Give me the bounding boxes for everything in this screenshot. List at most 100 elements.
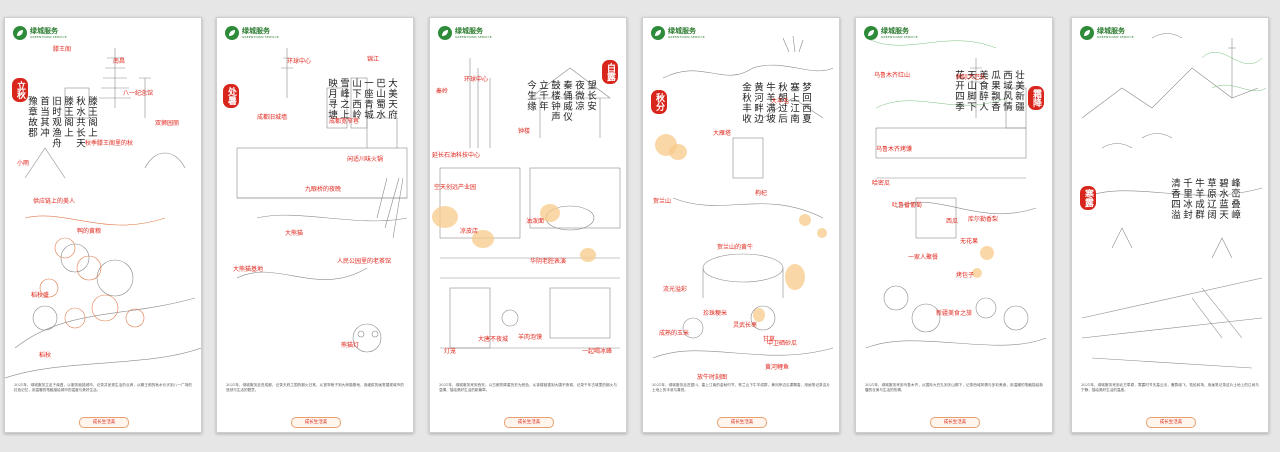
poem-line: 滕王阁上: [62, 96, 73, 138]
map-label: 库尔勒香梨: [968, 216, 999, 223]
solar-term-seal: 寒露: [1080, 186, 1096, 210]
poem-line: 秋水共长天: [74, 96, 85, 149]
poster-panel: 绿城服务 GREENTOWN SERVICE 霜降壮美新疆西域风情瓜果飘香美食醉…: [855, 17, 1053, 433]
poem-line: 壮美新疆: [1013, 70, 1024, 112]
poem-line: 一座青城: [362, 78, 373, 120]
map-label: 熊猫灯: [341, 342, 360, 349]
poem-line: 草原辽阔: [1205, 178, 1216, 220]
orange-highlight: [669, 144, 687, 160]
poem-line: 清香四溢: [1169, 178, 1180, 220]
orange-highlight: [472, 230, 494, 248]
poem-line: 旧时观渔舟: [50, 96, 61, 149]
poem-line: 今生缘: [525, 80, 536, 112]
poem-line: 滕王阁上: [86, 96, 97, 138]
map-label: 大唐不夜城: [478, 336, 509, 343]
poem-line: 山下西岭: [350, 78, 361, 120]
map-label: 稻秋盛: [31, 292, 50, 299]
map-label: 乌鲁木齐烤馕: [876, 146, 913, 153]
poster-panel: 绿城服务 GREENTOWN SERVICE 寒露峰峦叠嶂碧水蓝天草原辽阔牛羊成…: [1071, 17, 1269, 433]
map-label: 闲适川味火锅: [347, 156, 384, 163]
map-label: 珍珠粳米: [703, 310, 728, 317]
brand-sub: GREENTOWN SERVICE: [881, 35, 918, 39]
map-label: 锦江: [367, 56, 380, 63]
map-label: 哈密瓜: [872, 180, 891, 187]
map-label: 人民公园里的老茶馆: [337, 258, 392, 265]
poem-line: 豫章故郡: [26, 96, 37, 138]
map-label: 双狮园丽: [155, 120, 180, 127]
map-label: 新疆美食之旅: [936, 310, 973, 317]
description-text: 2021年，绿城服务走进成都，记录天府之国的烟火日常，从宽窄巷子到大熊猫基地，用…: [226, 383, 404, 392]
map-label: 油泼面: [526, 218, 545, 225]
poem-verse: 峰峦叠嶂碧水蓝天草原辽阔牛羊成群千里冰封清香四溢: [1168, 178, 1240, 220]
poem-line: 立千年: [537, 80, 548, 112]
map-label: 甘草: [763, 336, 776, 343]
map-label: 灵武长枣: [733, 322, 758, 329]
map-label: 贺兰山: [653, 198, 672, 205]
map-label: 鸭的黄粮: [77, 228, 102, 235]
poem-verse: 滕王阁上秋水共长天滕王阁上旧时观渔舟首当其冲豫章故郡: [25, 96, 97, 149]
poem-verse: 梦回西夏塞上江南秋朝过后牛羊满坡黄河畔边金秋丰收: [739, 82, 811, 124]
poem-line: 秦俑威仪: [561, 80, 572, 122]
map-label: 乌鲁木齐红山: [874, 72, 911, 79]
poster-panel: 绿城服务 GREENTOWN SERVICE 立秋滕王阁上秋水共长天滕王阁上旧时…: [4, 17, 202, 433]
description-text: 2021年，绿城服务走进银川，塞上江南的金秋时节，贺兰山下牛羊成群，黄河岸边瓜果…: [652, 383, 830, 392]
map-label: 放牛时刻图: [697, 374, 728, 381]
map-label: 八一纪念馆: [123, 90, 154, 97]
sketch-illustration: [439, 58, 621, 349]
footer-badge: 成长生活美: [717, 417, 767, 428]
brand-name: 绿城服务: [242, 27, 270, 35]
map-label: 灯笼: [444, 348, 457, 355]
leaf-icon: [651, 26, 665, 40]
map-label: 华阴老腔表演: [530, 258, 567, 265]
poem-line: 夜微凉: [573, 80, 584, 112]
map-label: 供应链上的美人: [33, 198, 76, 205]
orange-highlight: [799, 214, 811, 226]
map-label: 国际大巴扎: [956, 74, 987, 81]
leaf-icon: [1080, 26, 1094, 40]
footer-badge: 成长生活美: [79, 417, 129, 428]
map-label: 吐鲁番葡萄: [892, 202, 923, 209]
map-label: 九眼桥的夜晚: [305, 186, 342, 193]
poem-line: 瓜果飘香: [989, 70, 1000, 112]
map-label: 钟楼: [518, 128, 531, 135]
description-text: 2021年，绿城服务来到西安，以古都的厚重历史为底色，从钟楼鼓楼到大唐不夜城，记…: [439, 383, 617, 392]
description-text: 2021年，绿城服务立足于南昌，以服务赋能城市，记录并呈现生活的点滴，从滕王阁的…: [14, 383, 192, 392]
poem-line: 碧水蓝天: [1217, 178, 1228, 220]
solar-term-seal: 白露: [602, 60, 618, 84]
poem-line: 鼓楼钟声: [549, 80, 560, 122]
sketch-illustration: [1081, 33, 1267, 369]
poem-line: 牛羊成群: [1193, 178, 1204, 220]
poster-panel: 绿城服务 GREENTOWN SERVICE 处暑大美天府巴山蜀水一座青城山下西…: [216, 17, 414, 433]
sketch-illustration: [236, 48, 408, 353]
poem-line: 千里冰封: [1181, 178, 1192, 220]
map-label: 枸杞: [755, 190, 768, 197]
orange-highlight: [580, 248, 596, 262]
orange-highlight: [817, 228, 827, 238]
solar-term-seal: 霜降: [1028, 86, 1044, 110]
map-label: 羊肉泡馍: [518, 334, 543, 341]
map-label: 滕王阁: [53, 46, 72, 53]
map-label: 秦岭: [436, 88, 449, 95]
brand-logo: 绿城服务 GREENTOWN SERVICE: [651, 26, 705, 40]
poem-line: 牛羊满坡: [764, 82, 775, 124]
poem-line: 秋朝过后: [776, 82, 787, 124]
poem-verse: 大美天府巴山蜀水一座青城山下西岭雪峰之上映月寻塘: [325, 78, 397, 120]
map-label: 成都旧城墙: [257, 114, 288, 121]
map-label: 小雨: [17, 160, 30, 167]
map-label: 流光溢彩: [663, 286, 688, 293]
orange-highlight: [972, 268, 982, 278]
brand-name: 绿城服务: [881, 27, 909, 35]
map-label: 大熊猫基地: [233, 266, 264, 273]
orange-highlight: [432, 206, 458, 228]
brand-name: 绿城服务: [455, 27, 483, 35]
map-label: 黄河鲤鱼: [765, 364, 790, 371]
map-label: 环球中心: [287, 58, 312, 65]
poem-line: 映月寻塘: [326, 78, 337, 120]
poem-line: 望长安: [585, 80, 596, 112]
poster-panel: 绿城服务 GREENTOWN SERVICE 白露望长安夜微凉秦俑威仪鼓楼钟声立…: [429, 17, 627, 433]
map-label: 一家人聚餐: [908, 254, 939, 261]
brand-name: 绿城服务: [668, 27, 696, 35]
poster-panel: 绿城服务 GREENTOWN SERVICE 秋分梦回西夏塞上江南秋朝过后牛羊满…: [642, 17, 840, 433]
map-label: 烤包子: [956, 272, 975, 279]
brand-sub: GREENTOWN SERVICE: [668, 35, 705, 39]
